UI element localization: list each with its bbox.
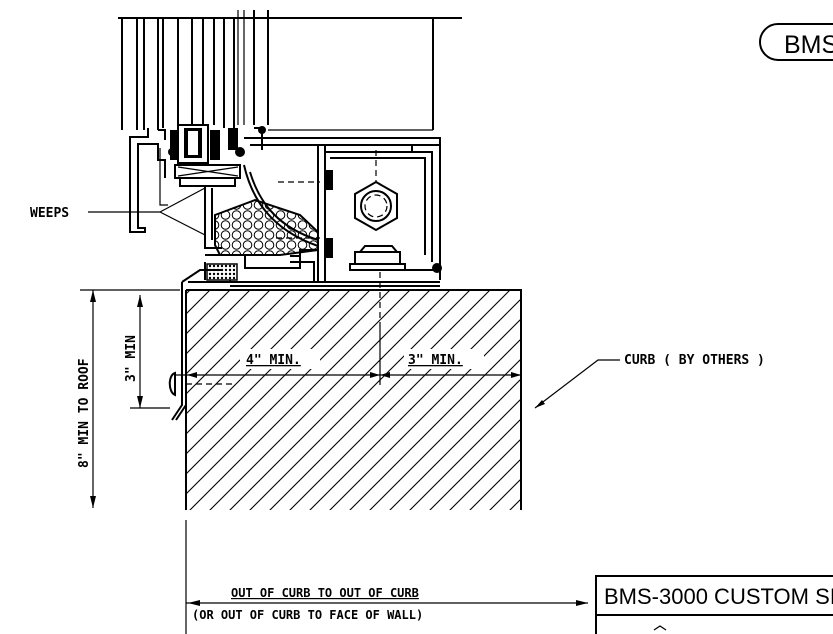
badge-text: BMS <box>784 31 833 59</box>
frame-assembly <box>118 10 462 421</box>
dim-line-2: (OR OUT OF CURB TO FACE OF WALL) <box>192 608 423 622</box>
dim-line-1: OUT OF CURB TO OUT OF CURB <box>231 586 419 600</box>
dim-3-min-vertical: 3" MIN <box>124 335 139 382</box>
title-block: BMS-3000 CUSTOM SING <box>595 575 833 634</box>
dim-4-min: 4" MIN. <box>246 353 301 368</box>
bottom-dimension <box>185 520 588 634</box>
detail-badge: BMS <box>759 23 833 61</box>
title-block-text: BMS-3000 CUSTOM SING <box>604 584 833 609</box>
leaders <box>88 187 620 409</box>
dim-8-min-to-roof: 8" MIN TO ROOF <box>77 358 92 468</box>
vertical-dimensions <box>80 289 180 508</box>
weeps-label: WEEPS <box>30 206 69 221</box>
curb-label: CURB ( BY OTHERS ) <box>624 353 765 368</box>
curb <box>176 272 522 510</box>
dim-3-min-horizontal: 3" MIN. <box>408 353 463 368</box>
